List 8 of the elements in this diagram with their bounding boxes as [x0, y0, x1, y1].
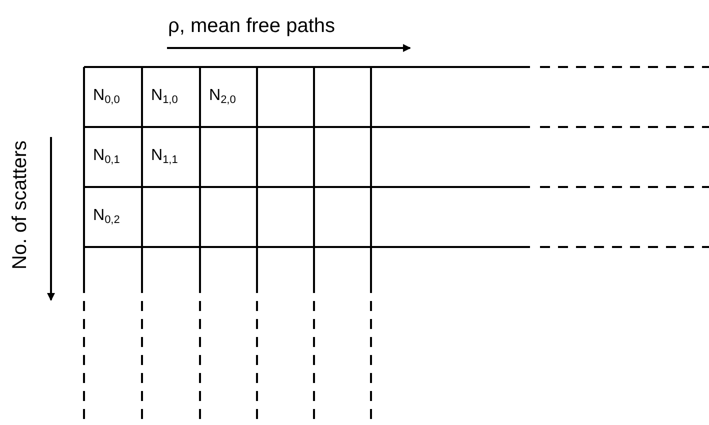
cell-label: N$_{0,1}$ — [93, 148, 120, 164]
cell-label: N$_{0,2}$ — [93, 208, 120, 224]
cell-label: N$_{1,0}$ — [151, 88, 178, 104]
cell-label: N$_{1,1}$ — [151, 148, 178, 164]
cell-label: N$_{2,0}$ — [209, 88, 236, 104]
axis-label: No. of scatters — [10, 140, 30, 270]
cell-label: N$_{0,0}$ — [93, 88, 120, 104]
axis-label: ρ, mean free paths — [168, 16, 336, 36]
